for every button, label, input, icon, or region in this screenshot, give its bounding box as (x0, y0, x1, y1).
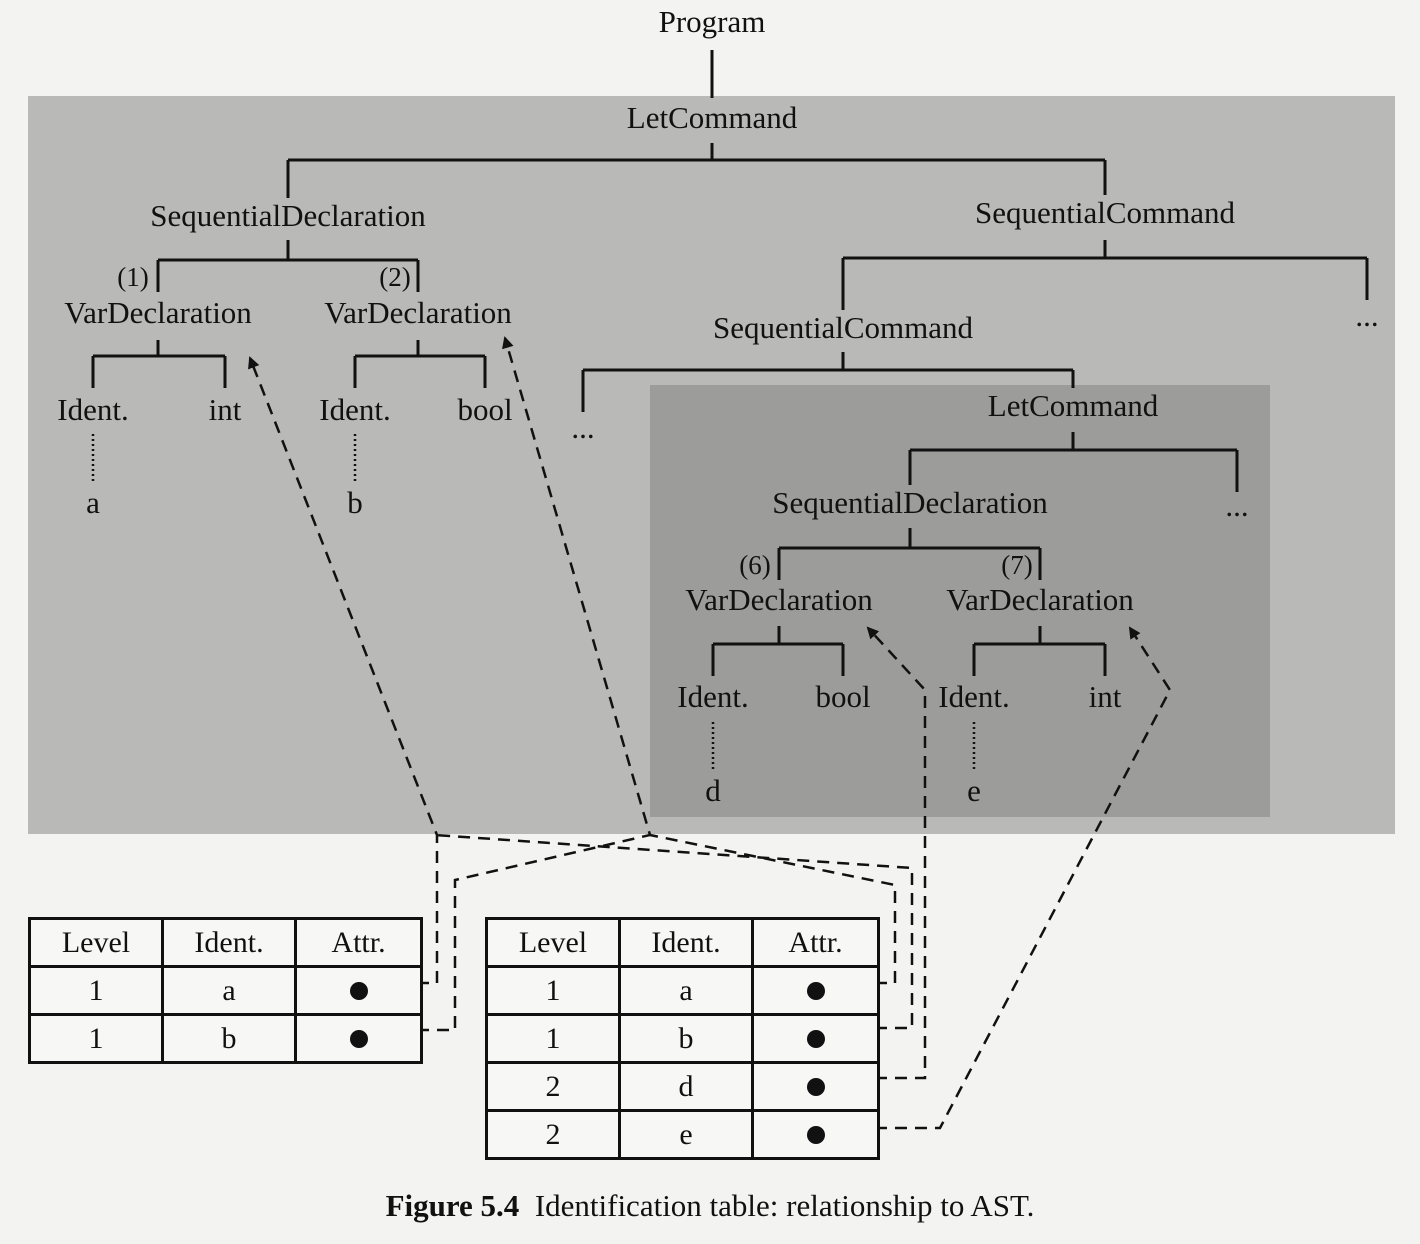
ident-cell: d (618, 1061, 754, 1112)
sequential-command-node-inner: SequentialCommand (712, 310, 974, 345)
attr-cell (294, 1013, 423, 1064)
pointer-dot (806, 1077, 825, 1096)
level-cell: 1 (485, 965, 621, 1016)
level-cell: 1 (28, 965, 164, 1016)
level-header: Level (28, 917, 164, 968)
level-cell: 1 (28, 1013, 164, 1064)
attr-header: Attr. (751, 917, 880, 968)
ident-header: Ident. (161, 917, 297, 968)
ellipsis-inner: ... (1225, 488, 1249, 523)
attr-cell (751, 965, 880, 1016)
attr-cell (751, 1013, 880, 1064)
inner-scope-shade (650, 385, 1270, 817)
type-node-7: int (1088, 679, 1122, 714)
ident-header: Ident. (618, 917, 754, 968)
table-row: 2 e (485, 1109, 880, 1160)
declaration-label-7: (7) (1001, 550, 1033, 580)
let-command-node-inner: LetCommand (987, 388, 1159, 423)
ident-cell: e (618, 1109, 754, 1160)
level-cell: 1 (485, 1013, 621, 1064)
sequential-declaration-node-inner: SequentialDeclaration (772, 485, 1048, 520)
name-node-6: d (705, 773, 721, 808)
pointer-dot (349, 1029, 368, 1048)
name-node-2: b (347, 485, 363, 520)
table-row: 1 a (485, 965, 880, 1016)
table-row: 1 b (485, 1013, 880, 1064)
type-node-6: bool (815, 679, 871, 714)
var-declaration-node-2: VarDeclaration (324, 295, 512, 330)
ident-node-1: Ident. (57, 392, 129, 427)
table-row: 1 a (28, 965, 423, 1016)
type-node-1: int (208, 392, 242, 427)
pointer-dot (806, 1029, 825, 1048)
pointer-dot (806, 1125, 825, 1144)
level-cell: 2 (485, 1061, 621, 1112)
sequential-declaration-node: SequentialDeclaration (150, 198, 426, 233)
declaration-label-2: (2) (379, 262, 411, 292)
figure-caption: Figure 5.4 Identification table: relatio… (0, 1188, 1420, 1224)
identification-table-left: Level Ident. Attr. 1 a 1 b (28, 917, 423, 1064)
level-header: Level (485, 917, 621, 968)
ellipsis-right: ... (1355, 298, 1379, 333)
attr-cell (294, 965, 423, 1016)
attr-cell (751, 1061, 880, 1112)
attr-header: Attr. (294, 917, 423, 968)
declaration-label-6: (6) (739, 550, 771, 580)
type-node-2: bool (457, 392, 513, 427)
table-row: 2 d (485, 1061, 880, 1112)
let-command-node: LetCommand (626, 100, 798, 135)
figure-caption-text: Identification table: relationship to AS… (534, 1188, 1035, 1223)
ident-cell: a (618, 965, 754, 1016)
ident-cell: a (161, 965, 297, 1016)
ellipsis-left: ... (571, 410, 595, 445)
sequential-command-node: SequentialCommand (974, 195, 1236, 230)
ident-cell: b (618, 1013, 754, 1064)
table-header-row: Level Ident. Attr. (28, 917, 423, 968)
attr-cell (751, 1109, 880, 1160)
name-node-7: e (967, 773, 981, 808)
ident-node-2: Ident. (319, 392, 391, 427)
level-cell: 2 (485, 1109, 621, 1160)
ident-cell: b (161, 1013, 297, 1064)
name-node-1: a (86, 485, 100, 520)
figure-label: Figure 5.4 (385, 1188, 520, 1223)
ident-node-6: Ident. (677, 679, 749, 714)
table-row: 1 b (28, 1013, 423, 1064)
var-declaration-node-1: VarDeclaration (64, 295, 252, 330)
identification-table-right: Level Ident. Attr. 1 a 1 b 2 d 2 e (485, 917, 880, 1160)
var-declaration-node-7: VarDeclaration (946, 582, 1134, 617)
pointer-dot (806, 981, 825, 1000)
declaration-label-1: (1) (117, 262, 149, 292)
program-node: Program (658, 4, 766, 39)
table-header-row: Level Ident. Attr. (485, 917, 880, 968)
pointer-dot (349, 981, 368, 1000)
ident-node-7: Ident. (938, 679, 1010, 714)
var-declaration-node-6: VarDeclaration (685, 582, 873, 617)
